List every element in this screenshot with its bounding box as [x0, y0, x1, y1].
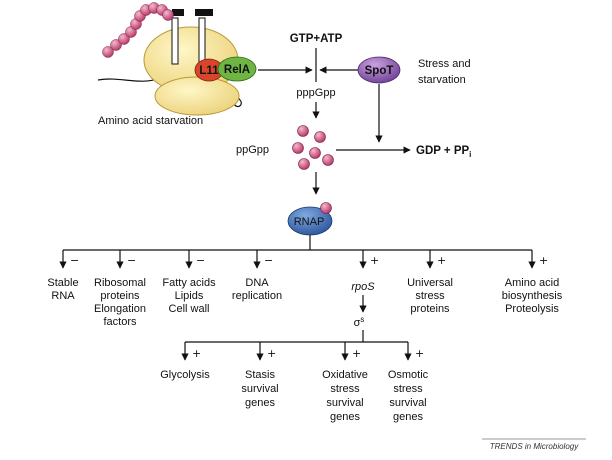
ribosome-small-subunit — [154, 76, 240, 116]
sigma-target-sign: + — [415, 347, 424, 360]
target-sign: − — [70, 254, 79, 267]
sigma-target-sign: + — [192, 347, 201, 360]
target-sign: + — [539, 254, 548, 267]
ppgpp-molecule — [298, 158, 310, 170]
ppgpp-label: ppGpp — [236, 144, 269, 156]
target-label-line: Amino acid — [505, 277, 559, 289]
ppgpp-molecule — [297, 125, 309, 137]
target-label-line: RNA — [51, 290, 75, 302]
target-label-line: DNA — [245, 277, 269, 289]
sigma-s-label: σs — [354, 315, 365, 329]
target-sign: − — [196, 254, 205, 267]
target-label-line: Cell wall — [169, 303, 210, 315]
target-label-line: Fatty acids — [162, 277, 216, 289]
rpos-sign: + — [370, 254, 379, 267]
target-label-line: Stable — [47, 277, 78, 289]
sigma-target-label-line: Osmotic — [388, 369, 429, 381]
sigma-target-label-line: genes — [393, 411, 423, 423]
transcription-targets: −StableRNA−RibosomalproteinsElongationfa… — [47, 249, 563, 423]
target-label-line: Universal — [407, 277, 453, 289]
sigma-target-label-line: genes — [245, 397, 275, 409]
trna-left — [171, 17, 179, 65]
sigma-superscript: s — [360, 315, 364, 324]
spot-label: SpoT — [365, 65, 394, 77]
gdp-subscript: i — [469, 150, 471, 159]
peptide-bead — [118, 33, 130, 45]
sigma-target-label-line: Glycolysis — [160, 369, 210, 381]
sigma-target-label-line: survival — [326, 397, 363, 409]
spot-protein — [357, 56, 401, 84]
target-label-line: stress — [415, 290, 445, 302]
target-label-line: proteins — [100, 290, 140, 302]
sigma-target-label-line: Stasis — [245, 369, 275, 381]
rnap-label: RNAP — [294, 216, 325, 228]
peptide-bead — [162, 9, 174, 21]
target-sign: + — [437, 254, 446, 267]
peptide-bead — [102, 46, 114, 58]
l11-label: L11 — [199, 65, 219, 77]
target-sign: − — [264, 254, 273, 267]
amino-acid-starvation-label: Amino acid starvation — [98, 115, 203, 127]
target-label-line: Proteolysis — [505, 303, 559, 315]
rpos-label: rpoS — [351, 281, 375, 293]
rela-protein — [217, 56, 257, 82]
ppgpp-molecule — [322, 154, 334, 166]
gtp-atp-label: GTP+ATP — [290, 33, 343, 45]
target-label-line: Lipids — [175, 290, 204, 302]
rnap-bound-ppgpp — [320, 202, 332, 214]
target-sign: − — [127, 254, 136, 267]
trna-right-cap — [195, 9, 213, 16]
credit-label: TRENDS in Microbiology — [490, 442, 579, 451]
stress-label-line2: starvation — [418, 74, 466, 86]
target-label-line: replication — [232, 290, 282, 302]
sigma-target-label-line: Oxidative — [322, 369, 368, 381]
rela-label: RelA — [224, 64, 250, 76]
target-label-line: biosynthesis — [502, 290, 563, 302]
target-label-line: proteins — [410, 303, 450, 315]
trna-right — [198, 17, 206, 65]
trna-left-cap — [172, 9, 184, 16]
sigma-target-label-line: stress — [393, 383, 423, 395]
ppgpp-molecules — [292, 125, 334, 170]
ppgpp-molecule — [314, 131, 326, 143]
sigma-target-label-line: genes — [330, 411, 360, 423]
target-label-line: Ribosomal — [94, 277, 146, 289]
peptide-chain — [102, 2, 174, 58]
target-label-line: factors — [103, 316, 137, 328]
target-label-line: Elongation — [94, 303, 146, 315]
sigma-target-sign: + — [352, 347, 361, 360]
peptide-bead — [110, 39, 122, 51]
stress-label-line1: Stress and — [418, 58, 471, 70]
sigma-target-sign: + — [267, 347, 276, 360]
ppgpp-molecule — [292, 142, 304, 154]
pppgpp-label: pppGpp — [296, 87, 335, 99]
sigma-target-label-line: survival — [389, 397, 426, 409]
gdp-label: GDP + PPi — [416, 145, 471, 159]
ribosome-complex: L11 RelA — [97, 2, 257, 116]
sigma-target-label-line: survival — [241, 383, 278, 395]
sigma-target-label-line: stress — [330, 383, 360, 395]
ppgpp-molecule — [309, 147, 321, 159]
